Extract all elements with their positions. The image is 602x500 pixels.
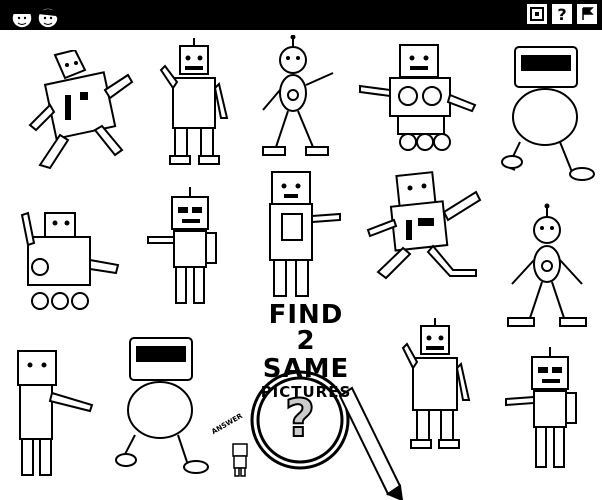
robot-1[interactable] — [10, 50, 140, 175]
question-icon[interactable]: ? — [551, 3, 573, 25]
robot-2[interactable] — [155, 38, 235, 168]
robot-7[interactable] — [140, 185, 225, 310]
robot-9[interactable] — [358, 170, 488, 290]
puzzle-icon[interactable] — [526, 3, 548, 25]
title-pictures: PICTURES — [260, 383, 352, 401]
flag-icon[interactable] — [576, 3, 598, 25]
robot-10[interactable] — [500, 202, 595, 330]
kids-logo-icon — [11, 7, 60, 29]
answer-robot-icon[interactable] — [225, 440, 257, 478]
magnifier-question-icon: ? — [250, 370, 404, 500]
robot-13[interactable] — [395, 318, 475, 453]
title-same: SAME — [262, 354, 350, 384]
robot-3[interactable] — [248, 35, 348, 160]
robot-14[interactable] — [500, 345, 595, 475]
robot-4[interactable] — [350, 40, 485, 158]
svg-text:?: ? — [285, 389, 315, 449]
top-bar: ? — [0, 0, 602, 30]
puzzle-title: FIND 2 SAME PICTURES — [256, 302, 356, 400]
robot-11[interactable] — [10, 345, 115, 480]
answer-label: ANSWER — [210, 411, 244, 437]
robot-6[interactable] — [10, 205, 130, 320]
title-find: FIND — [268, 300, 344, 330]
robot-12[interactable] — [110, 330, 210, 480]
robot-8[interactable] — [260, 168, 350, 303]
title-number: 2 — [296, 326, 316, 356]
robot-5[interactable] — [500, 42, 595, 187]
